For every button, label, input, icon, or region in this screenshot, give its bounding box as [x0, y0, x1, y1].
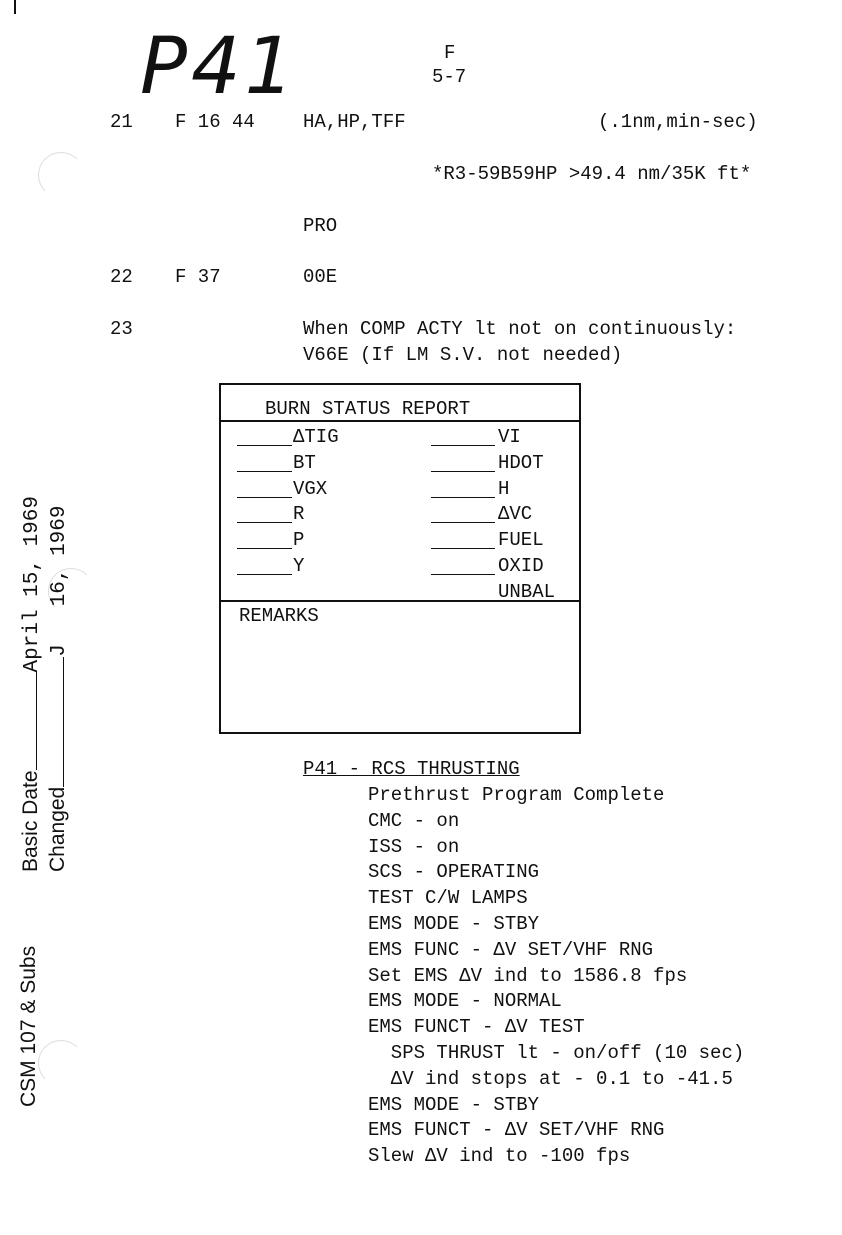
field-label: BT [293, 451, 316, 474]
step-number: 23 [110, 318, 133, 340]
blank-line [431, 574, 495, 575]
punch-hole [38, 1040, 84, 1086]
blank-line [431, 496, 495, 498]
procedure-item: Slew ΔV ind to -100 fps [368, 1145, 631, 1168]
field-label: VGX [293, 477, 328, 500]
blank-line [431, 445, 495, 446]
field-label: P [293, 529, 305, 552]
procedure-item: EMS FUNCT - ΔV TEST [368, 1016, 585, 1039]
blank-line [237, 470, 292, 472]
field-label: VI [498, 426, 521, 448]
divider [221, 600, 579, 602]
blank-line [237, 522, 292, 524]
box-title: BURN STATUS REPORT [265, 398, 471, 420]
changed-date-line: Changed J 16, 1969 [46, 505, 71, 872]
step-code: F 37 [175, 266, 221, 288]
step-code: F 16 44 [175, 111, 255, 133]
burn-status-report: BURN STATUS REPORT ΔTIG BT VGX R P Y VI … [219, 383, 581, 734]
edge-mark [14, 0, 16, 14]
step-number: 21 [110, 111, 133, 133]
procedure-item: Set EMS ΔV ind to 1586.8 fps [368, 964, 688, 987]
punch-hole [48, 568, 94, 614]
field-label: UNBAL [498, 580, 556, 603]
procedure-item: ΔV ind stops at - 0.1 to -41.5 [368, 1067, 733, 1090]
field-label: H [498, 477, 510, 500]
blank-line [431, 548, 495, 550]
remarks-label: REMARKS [239, 605, 319, 627]
changed-date: J 16, 1969 [48, 505, 71, 657]
procedure-item: EMS FUNC - ΔV SET/VHF RNG [368, 938, 654, 961]
page-number: 5-7 [432, 66, 467, 88]
blank-line [431, 522, 495, 524]
blank-line [237, 548, 292, 550]
procedure-item: SPS THRUST lt - on/off (10 sec) [368, 1042, 745, 1064]
field-label: R [293, 503, 305, 526]
basic-date-line: Basic Date April 15, 1969 [19, 496, 44, 872]
step-note: *R3-59B59HP >49.4 nm/35K ft* [432, 163, 752, 185]
step-number: 22 [110, 266, 133, 288]
basic-date: April 15, 1969 [21, 496, 44, 673]
procedure-item: EMS MODE - STBY [368, 913, 540, 935]
procedure-item: SCS - OPERATING [368, 861, 540, 884]
procedure-item: EMS MODE - STBY [368, 1093, 540, 1116]
section-ref: F [444, 42, 456, 64]
handwritten-label: P41 [140, 22, 299, 112]
step-text: When COMP ACTY lt not on continuously: [303, 318, 737, 340]
step-action: PRO [303, 215, 338, 237]
blank-line [237, 574, 292, 575]
field-label: OXID [498, 555, 544, 577]
procedure-item: CMC - on [368, 809, 460, 832]
field-label: ΔVC [498, 503, 533, 526]
blank-line [237, 496, 292, 498]
field-label: ΔTIG [293, 426, 339, 448]
field-label: FUEL [498, 529, 544, 552]
basic-date-label: Basic Date [19, 770, 42, 872]
blank-line [237, 445, 292, 446]
procedure-title: P41 - RCS THRUSTING [303, 758, 520, 780]
punch-hole [38, 152, 84, 198]
procedure-item: Prethrust Program Complete [368, 784, 665, 806]
divider [221, 420, 579, 422]
step-text: HA,HP,TFF [303, 111, 406, 133]
procedure-item: ISS - on [368, 835, 460, 858]
step-units: (.1nm,min-sec) [598, 111, 758, 133]
step-text: 00E [303, 266, 338, 288]
step-text: V66E (If LM S.V. not needed) [303, 344, 623, 366]
changed-label: Changed [46, 786, 69, 872]
doc-id: CSM 107 & Subs [17, 945, 40, 1107]
procedure-item: EMS MODE - NORMAL [368, 990, 562, 1013]
field-label: HDOT [498, 451, 544, 474]
procedure-item: EMS FUNCT - ΔV SET/VHF RNG [368, 1119, 665, 1142]
blank-line [431, 470, 495, 472]
field-label: Y [293, 555, 305, 577]
procedure-item: TEST C/W LAMPS [368, 887, 528, 910]
